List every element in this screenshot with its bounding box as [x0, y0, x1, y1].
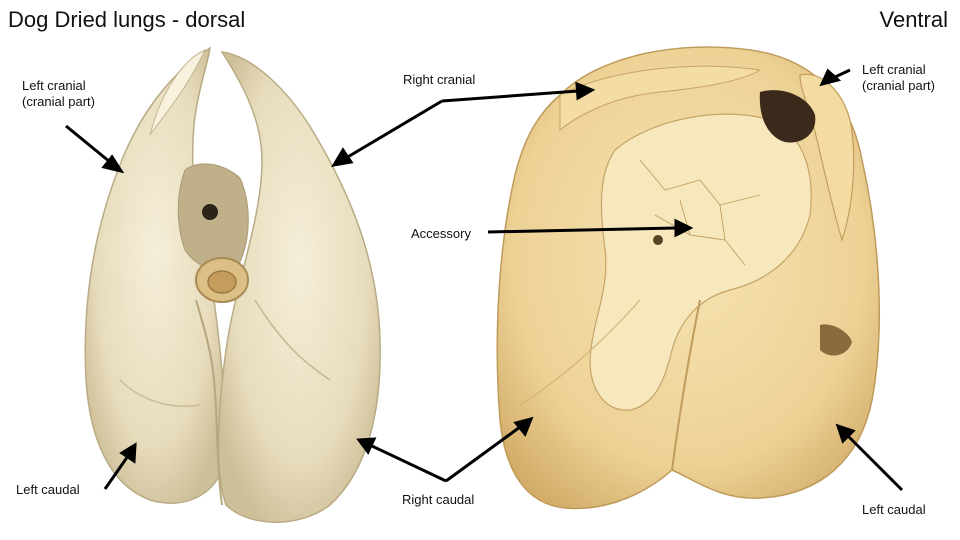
- dark-tissue: [759, 90, 816, 143]
- title-ventral: Ventral: [879, 7, 949, 32]
- label-left-cranial-dorsal: Left cranial (cranial part): [22, 78, 95, 111]
- label-line: (cranial part): [22, 94, 95, 110]
- label-right-caudal: Right caudal: [402, 492, 475, 507]
- label-right-cranial: Right cranial: [403, 72, 476, 87]
- label-line: Left cranial: [862, 62, 926, 77]
- dorsal-right-lobe: [217, 51, 381, 523]
- ventral-lungs-image: [496, 46, 881, 510]
- label-accessory: Accessory: [411, 226, 471, 241]
- label-left-caudal-dorsal: Left caudal: [16, 482, 80, 497]
- dorsal-lungs-image: [84, 46, 381, 523]
- label-line: Left cranial: [22, 78, 86, 93]
- arrows: [65, 68, 904, 492]
- label-left-cranial-ventral: Left cranial (cranial part): [862, 62, 935, 95]
- label-line: (cranial part): [862, 78, 935, 94]
- title-dorsal: Dog Dried lungs - dorsal: [8, 7, 246, 32]
- label-left-caudal-ventral: Left caudal: [862, 502, 926, 517]
